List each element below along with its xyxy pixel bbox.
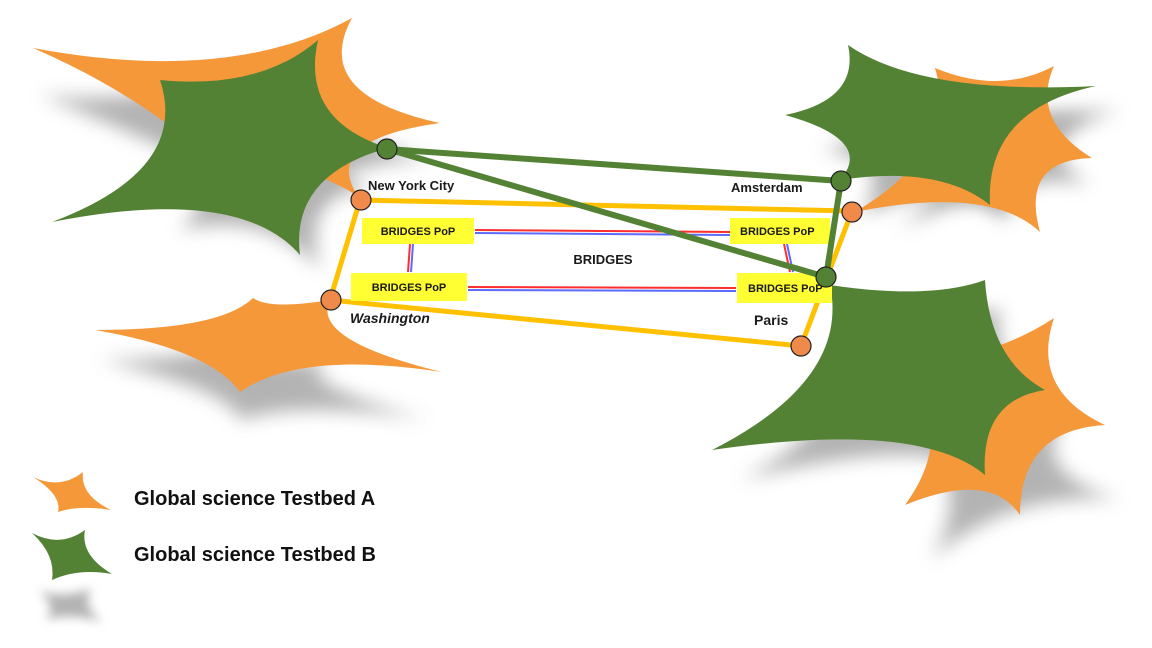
node-testbed-b-nyc[interactable] <box>376 138 398 160</box>
green-link-ams-par <box>823 178 844 280</box>
pop-amsterdam[interactable]: BRIDGES PoP <box>730 218 830 244</box>
city-label-paris: Paris <box>754 312 788 328</box>
legend-testbed-b-icon <box>32 530 112 580</box>
link-nyc-ams-red <box>474 229 731 233</box>
node-testbed-b-amsterdam[interactable] <box>830 170 852 192</box>
link-was-par-blue <box>467 289 737 292</box>
node-testbed-a-amsterdam[interactable] <box>841 201 863 223</box>
pop-box <box>351 273 467 301</box>
bridges-links <box>407 229 794 292</box>
pop-nyc[interactable]: BRIDGES PoP <box>362 218 474 244</box>
link-nyc-was-red <box>407 243 411 273</box>
bridges-label: BRIDGES <box>573 252 633 267</box>
green-link-nyc-par <box>384 146 829 280</box>
pop-box <box>730 218 830 244</box>
green-link-nyc-ams <box>384 146 844 184</box>
pop-label: BRIDGES PoP <box>381 226 456 238</box>
link-nyc-was-blue <box>410 243 414 273</box>
node-testbed-a-nyc[interactable] <box>350 189 372 211</box>
node-testbed-a-washington[interactable] <box>320 289 342 311</box>
city-label-new-york: New York City <box>368 178 455 193</box>
legend-testbed-b-label: Global science Testbed B <box>134 544 376 566</box>
testbed-b-shape-northwest <box>52 40 388 255</box>
legend-testbed-a-label: Global science Testbed A <box>134 488 375 510</box>
legend-testbed-a-icon <box>33 472 111 512</box>
testbed-b-shape-northeast <box>785 45 1096 205</box>
pop-label: BRIDGES PoP <box>372 282 447 294</box>
link-nyc-ams-blue <box>474 232 731 236</box>
testbed-a-shape-west <box>95 298 442 392</box>
legend: Global science Testbed A Global science … <box>32 472 376 580</box>
node-testbed-a-paris[interactable] <box>790 335 812 357</box>
legend-shadow-icon <box>38 588 102 622</box>
pop-label: BRIDGES PoP <box>748 283 823 295</box>
pop-box <box>362 218 474 244</box>
pop-label: BRIDGES PoP <box>740 226 815 238</box>
pop-washington[interactable]: BRIDGES PoP <box>351 273 467 301</box>
node-testbed-b-paris[interactable] <box>815 266 837 288</box>
city-label-washington: Washington <box>350 310 430 326</box>
city-label-amsterdam: Amsterdam <box>731 180 803 195</box>
link-was-par-red <box>467 286 737 289</box>
nodes <box>320 138 863 357</box>
testbed-b-links <box>384 146 844 280</box>
testbed-b-shape-southeast <box>712 280 1045 475</box>
